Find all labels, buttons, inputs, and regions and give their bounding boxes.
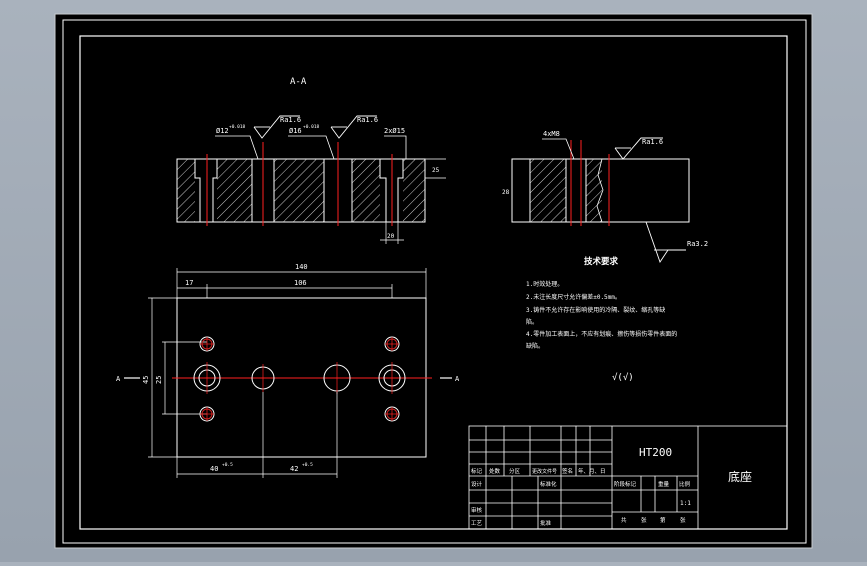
- title-block-text: HT200 底座 标记 处数 分区 更改文件号 签名 年、月、日 设计 标准化 …: [471, 446, 752, 527]
- approve: 批准: [540, 519, 552, 527]
- section-mark-right: A: [455, 375, 460, 383]
- hatch-region-5: [403, 159, 425, 222]
- stage-label-2: 比例: [679, 480, 691, 488]
- standardization: 标准化: [540, 480, 557, 488]
- hole-pin-left: [251, 364, 275, 392]
- row-label-4: 签名: [562, 467, 573, 475]
- hole-counterbore-right: [378, 362, 406, 394]
- side-dim-height: 28: [502, 189, 510, 196]
- sheet-label-2: 第: [660, 516, 666, 524]
- row-label-2: 分区: [509, 467, 521, 475]
- hole-pin-right: [323, 362, 351, 394]
- sheet-border-outer: [62, 19, 807, 544]
- roughness-symbol-2: [330, 115, 377, 139]
- break-line: [596, 158, 604, 223]
- tech-line-6: 缺陷。: [526, 342, 544, 350]
- tech-line-1: 1.时效处理。: [526, 280, 563, 288]
- part-name: 底座: [728, 469, 752, 484]
- hatch-region-2: [217, 159, 252, 222]
- hole-small-bottom-left: [199, 406, 215, 422]
- tech-title: 技术要求: [584, 256, 619, 267]
- stage-label-1: 重量: [658, 480, 670, 488]
- counterbore-left: [194, 159, 201, 222]
- section-dim-bottom: 20: [387, 233, 395, 240]
- dim-bottom-left-tol: +0.5: [222, 462, 233, 468]
- dim-bottom-right: 42: [290, 465, 298, 473]
- dim-bottom-right-tol: +0.5: [302, 462, 313, 468]
- row-label-1: 处数: [489, 467, 501, 475]
- title-block: [468, 425, 788, 530]
- hatch-region-4: [352, 159, 380, 222]
- sheet-label-1: 张: [641, 516, 647, 524]
- callout-mid: Ø16: [289, 127, 302, 135]
- hole-small-top-left: [199, 336, 215, 352]
- hole-counterbore-left: [193, 362, 221, 394]
- side-roughness-symbol: [614, 137, 663, 160]
- scale: 1:1: [680, 500, 691, 507]
- side-callout-leader: [542, 138, 575, 160]
- dim-vertical-2: 25: [155, 376, 163, 384]
- material: HT200: [639, 446, 672, 459]
- sheet-border-inner: [79, 35, 788, 530]
- side-view: 4xM8 Ra1.6 Ra3.2 28: [502, 130, 708, 264]
- roughness-2: Ra1.6: [357, 116, 378, 124]
- row-label-3: 更改文件号: [532, 468, 557, 475]
- plan-view: 140 17 106 45 25 A A: [116, 263, 460, 478]
- dim-overall: 140: [295, 263, 308, 271]
- section-dim-height: 25: [432, 167, 440, 174]
- callout-leader-left: [215, 135, 259, 160]
- side-roughness-top: Ra1.6: [642, 138, 663, 146]
- hole-small-bottom-right: [384, 406, 400, 422]
- callout-right: 2xØ15: [384, 127, 405, 135]
- dim-vertical-1: 45: [142, 376, 150, 384]
- row-label-5: 年、月、日: [578, 467, 606, 475]
- callout-left-tol: +0.018: [229, 124, 246, 130]
- dim-bottom-left: 40: [210, 465, 218, 473]
- roughness-1: Ra1.6: [280, 116, 301, 124]
- sheet-label-3: 张: [680, 516, 686, 524]
- hole-small-top-right: [384, 336, 400, 352]
- tech-line-2: 2.未注长度尺寸允许偏差±0.5mm。: [526, 293, 621, 301]
- drawing-sheet: [54, 13, 813, 549]
- counterbore-left-2: [212, 159, 218, 222]
- tech-line-5: 4.零件加工表面上，不应有划痕、擦伤等损伤零件表面的: [526, 330, 677, 338]
- callout-leader-mid: [288, 135, 335, 160]
- side-roughness-leader: [645, 221, 686, 264]
- sheet-label-0: 共: [621, 516, 627, 524]
- stage-label-0: 阶段标记: [614, 480, 637, 488]
- section-view: A-A Ø12 +0.018 Ø16 +0.018 2xØ15: [176, 77, 446, 244]
- dim-left: 17: [185, 279, 193, 287]
- hatch-region-1: [177, 159, 195, 222]
- side-callout-top: 4xM8: [543, 130, 560, 138]
- counterbore-right: [379, 159, 387, 222]
- hatch-region-3: [274, 159, 324, 222]
- reviewer: 审核: [471, 506, 483, 514]
- callout-mid-tol: +0.018: [303, 124, 320, 130]
- designer: 设计: [471, 480, 483, 488]
- callout-left: Ø12: [216, 127, 229, 135]
- roughness-symbol-1: [253, 115, 300, 139]
- side-hatch: [530, 159, 566, 222]
- side-roughness-bottom: Ra3.2: [687, 240, 708, 248]
- process: 工艺: [471, 520, 483, 527]
- dim-span: 106: [294, 279, 307, 287]
- tech-line-3: 3.铸件不允许存在影响使用的冷隔、裂纹、缩孔等缺: [526, 306, 665, 314]
- callout-leader-right: [384, 135, 407, 159]
- row-label-0: 标记: [471, 467, 483, 475]
- counterbore-right-2: [397, 159, 404, 222]
- section-label: A-A: [290, 77, 307, 87]
- general-roughness: √(√): [612, 372, 634, 383]
- tech-requirements: 技术要求 1.时效处理。 2.未注长度尺寸允许偏差±0.5mm。 3.铸件不允许…: [526, 256, 677, 383]
- section-mark-left: A: [116, 375, 121, 383]
- tech-line-4: 陷。: [526, 318, 538, 326]
